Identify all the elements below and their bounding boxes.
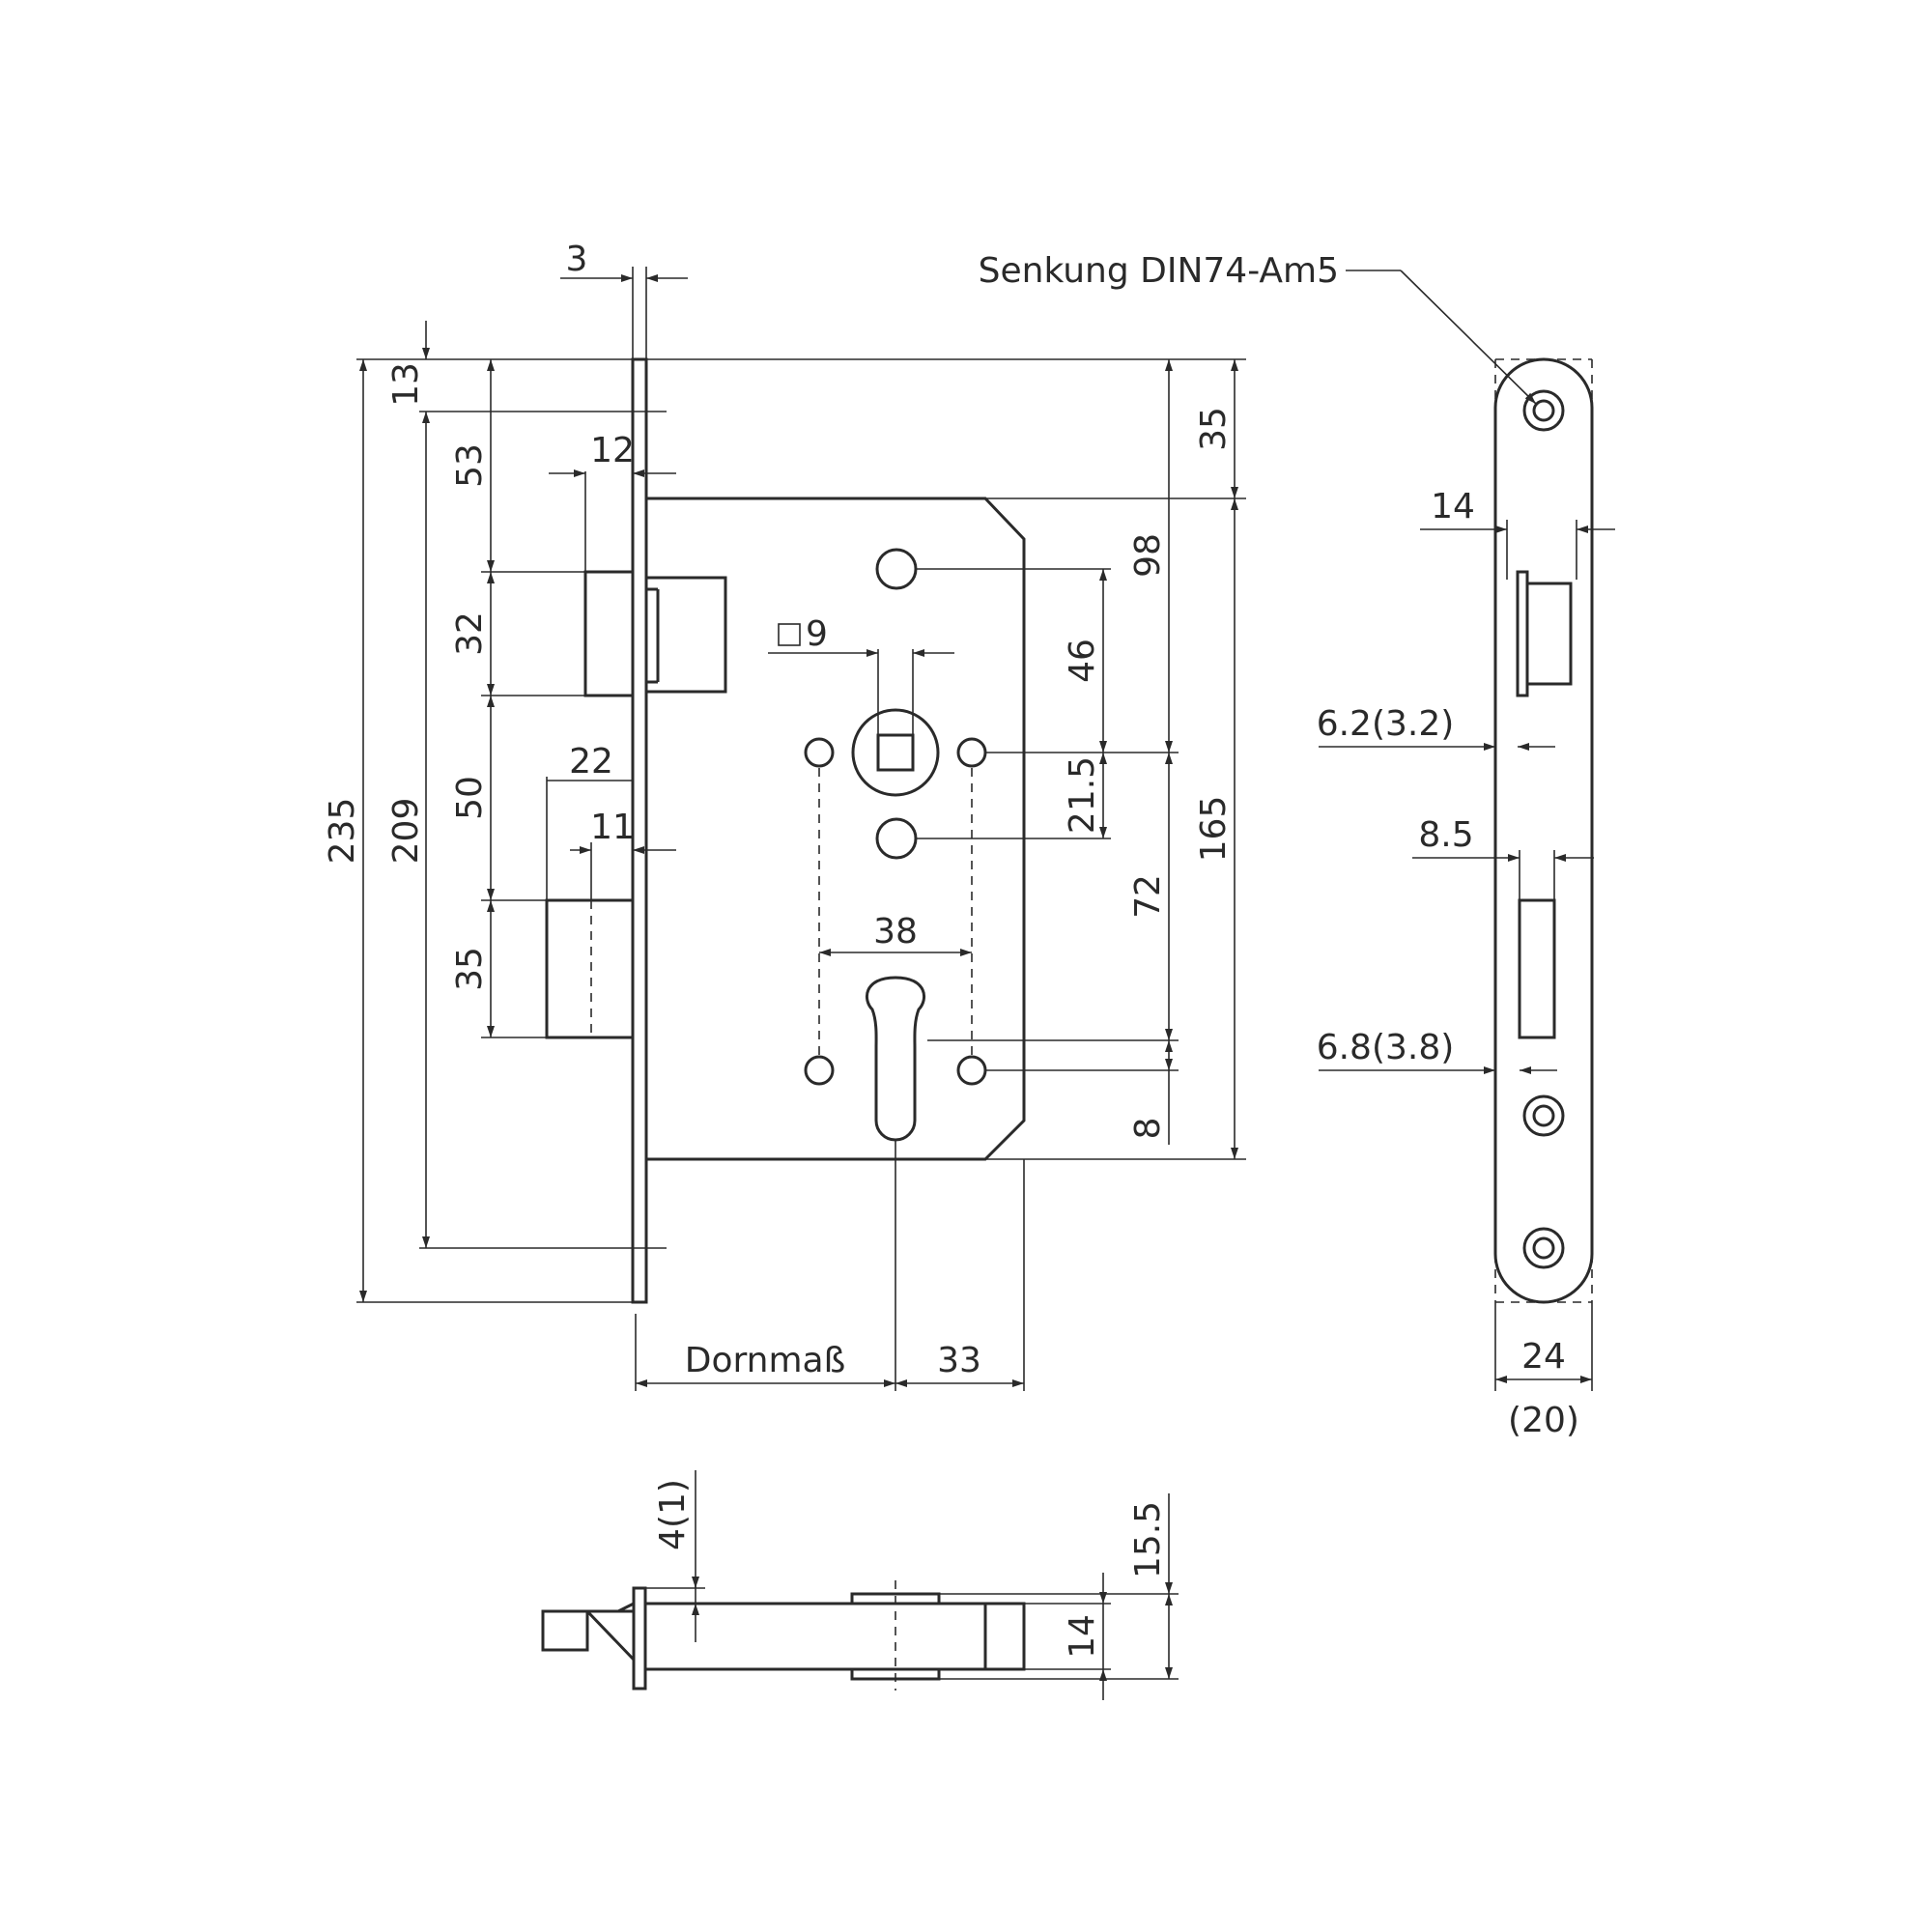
dim-bolt-height: 35 — [450, 947, 490, 991]
square-symbol — [778, 623, 801, 646]
dim-faceplate-width: 24 — [1521, 1337, 1566, 1377]
dim-inner-depth: 14 — [1063, 1614, 1102, 1659]
bottom-view: 4(1) 15.5 14 — [541, 1470, 1179, 1700]
cylinder-cutout — [865, 976, 926, 1142]
dim-case-height: 165 — [1194, 796, 1234, 863]
bolt-bottom — [983, 1602, 1026, 1671]
latch-bevel — [583, 1609, 636, 1663]
dead-bolt — [545, 898, 635, 1039]
dim-follower-from-top: 98 — [1128, 533, 1168, 578]
case-bottom — [643, 1602, 1026, 1671]
countersunk-hole-bottom — [1522, 1227, 1565, 1269]
dim-follower-to-screw: 21.5 — [1063, 756, 1102, 834]
countersink-note: Senkung DIN74-Am5 — [979, 251, 1339, 291]
faceplate-side — [1493, 357, 1594, 1304]
dim-bolt-throw: 11 — [590, 808, 635, 847]
dim-top-offset: 13 — [386, 362, 426, 407]
dim-case-top-offset: 35 — [1194, 407, 1234, 451]
latch-bottom — [541, 1609, 589, 1652]
faceplate-bottom — [632, 1586, 647, 1690]
dim-hole-spacing: 38 — [873, 912, 918, 952]
follower-ring — [851, 708, 940, 797]
lock-case — [644, 497, 1026, 1161]
faceplate — [631, 357, 648, 1304]
bolt-opening — [1518, 898, 1556, 1039]
dim-faceplate-thickness: 3 — [566, 240, 588, 279]
dim-bolt-offset: 6.8(3.8) — [1317, 1028, 1455, 1067]
dim-screw-to-follower: 46 — [1063, 639, 1102, 683]
latch-bolt-body — [644, 576, 727, 694]
dim-bolt-width: 22 — [569, 742, 613, 781]
dim-follower-to-cylinder: 72 — [1128, 874, 1168, 919]
dim-bolt-opening: 8.5 — [1418, 815, 1473, 855]
dim-cylinder-to-bottom: 8 — [1128, 1118, 1168, 1140]
hole-left-upper — [804, 737, 835, 768]
dim-latch-height: 32 — [450, 611, 490, 656]
dim-gap-to-bolt: 50 — [450, 776, 490, 820]
front-view: 3 13 235 209 53 32 50 35 12 22 11 9 38 3… — [323, 240, 1246, 1391]
dim-faceplate-width-alt: (20) — [1508, 1401, 1579, 1440]
latch-opening-inner — [1525, 582, 1573, 686]
dim-bolt-projection: 12 — [590, 431, 635, 470]
latch-bolt — [583, 570, 635, 697]
dim-plate-offset: 4(1) — [653, 1479, 693, 1550]
dim-overall-height: 235 — [323, 798, 362, 865]
dim-upper-latch: 53 — [450, 443, 490, 488]
dim-latch-opening: 14 — [1431, 487, 1475, 526]
dim-case-depth: 15.5 — [1128, 1501, 1168, 1578]
dim-screw-spacing: 209 — [386, 798, 426, 865]
dim-cylinder-to-case-end: 33 — [937, 1341, 981, 1380]
dim-follower-square: 9 — [806, 614, 828, 654]
hole-left-lower — [804, 1055, 835, 1086]
countersunk-hole-top — [1522, 389, 1565, 432]
follower-square — [876, 733, 915, 772]
side-view: Senkung DIN74-Am5 14 6.2(3.2) 8.5 6.8(3.… — [979, 251, 1615, 1440]
countersunk-hole-middle — [1522, 1094, 1565, 1137]
dim-backset-label: Dornmaß — [685, 1341, 846, 1380]
dim-latch-offset: 6.2(3.2) — [1317, 704, 1455, 744]
